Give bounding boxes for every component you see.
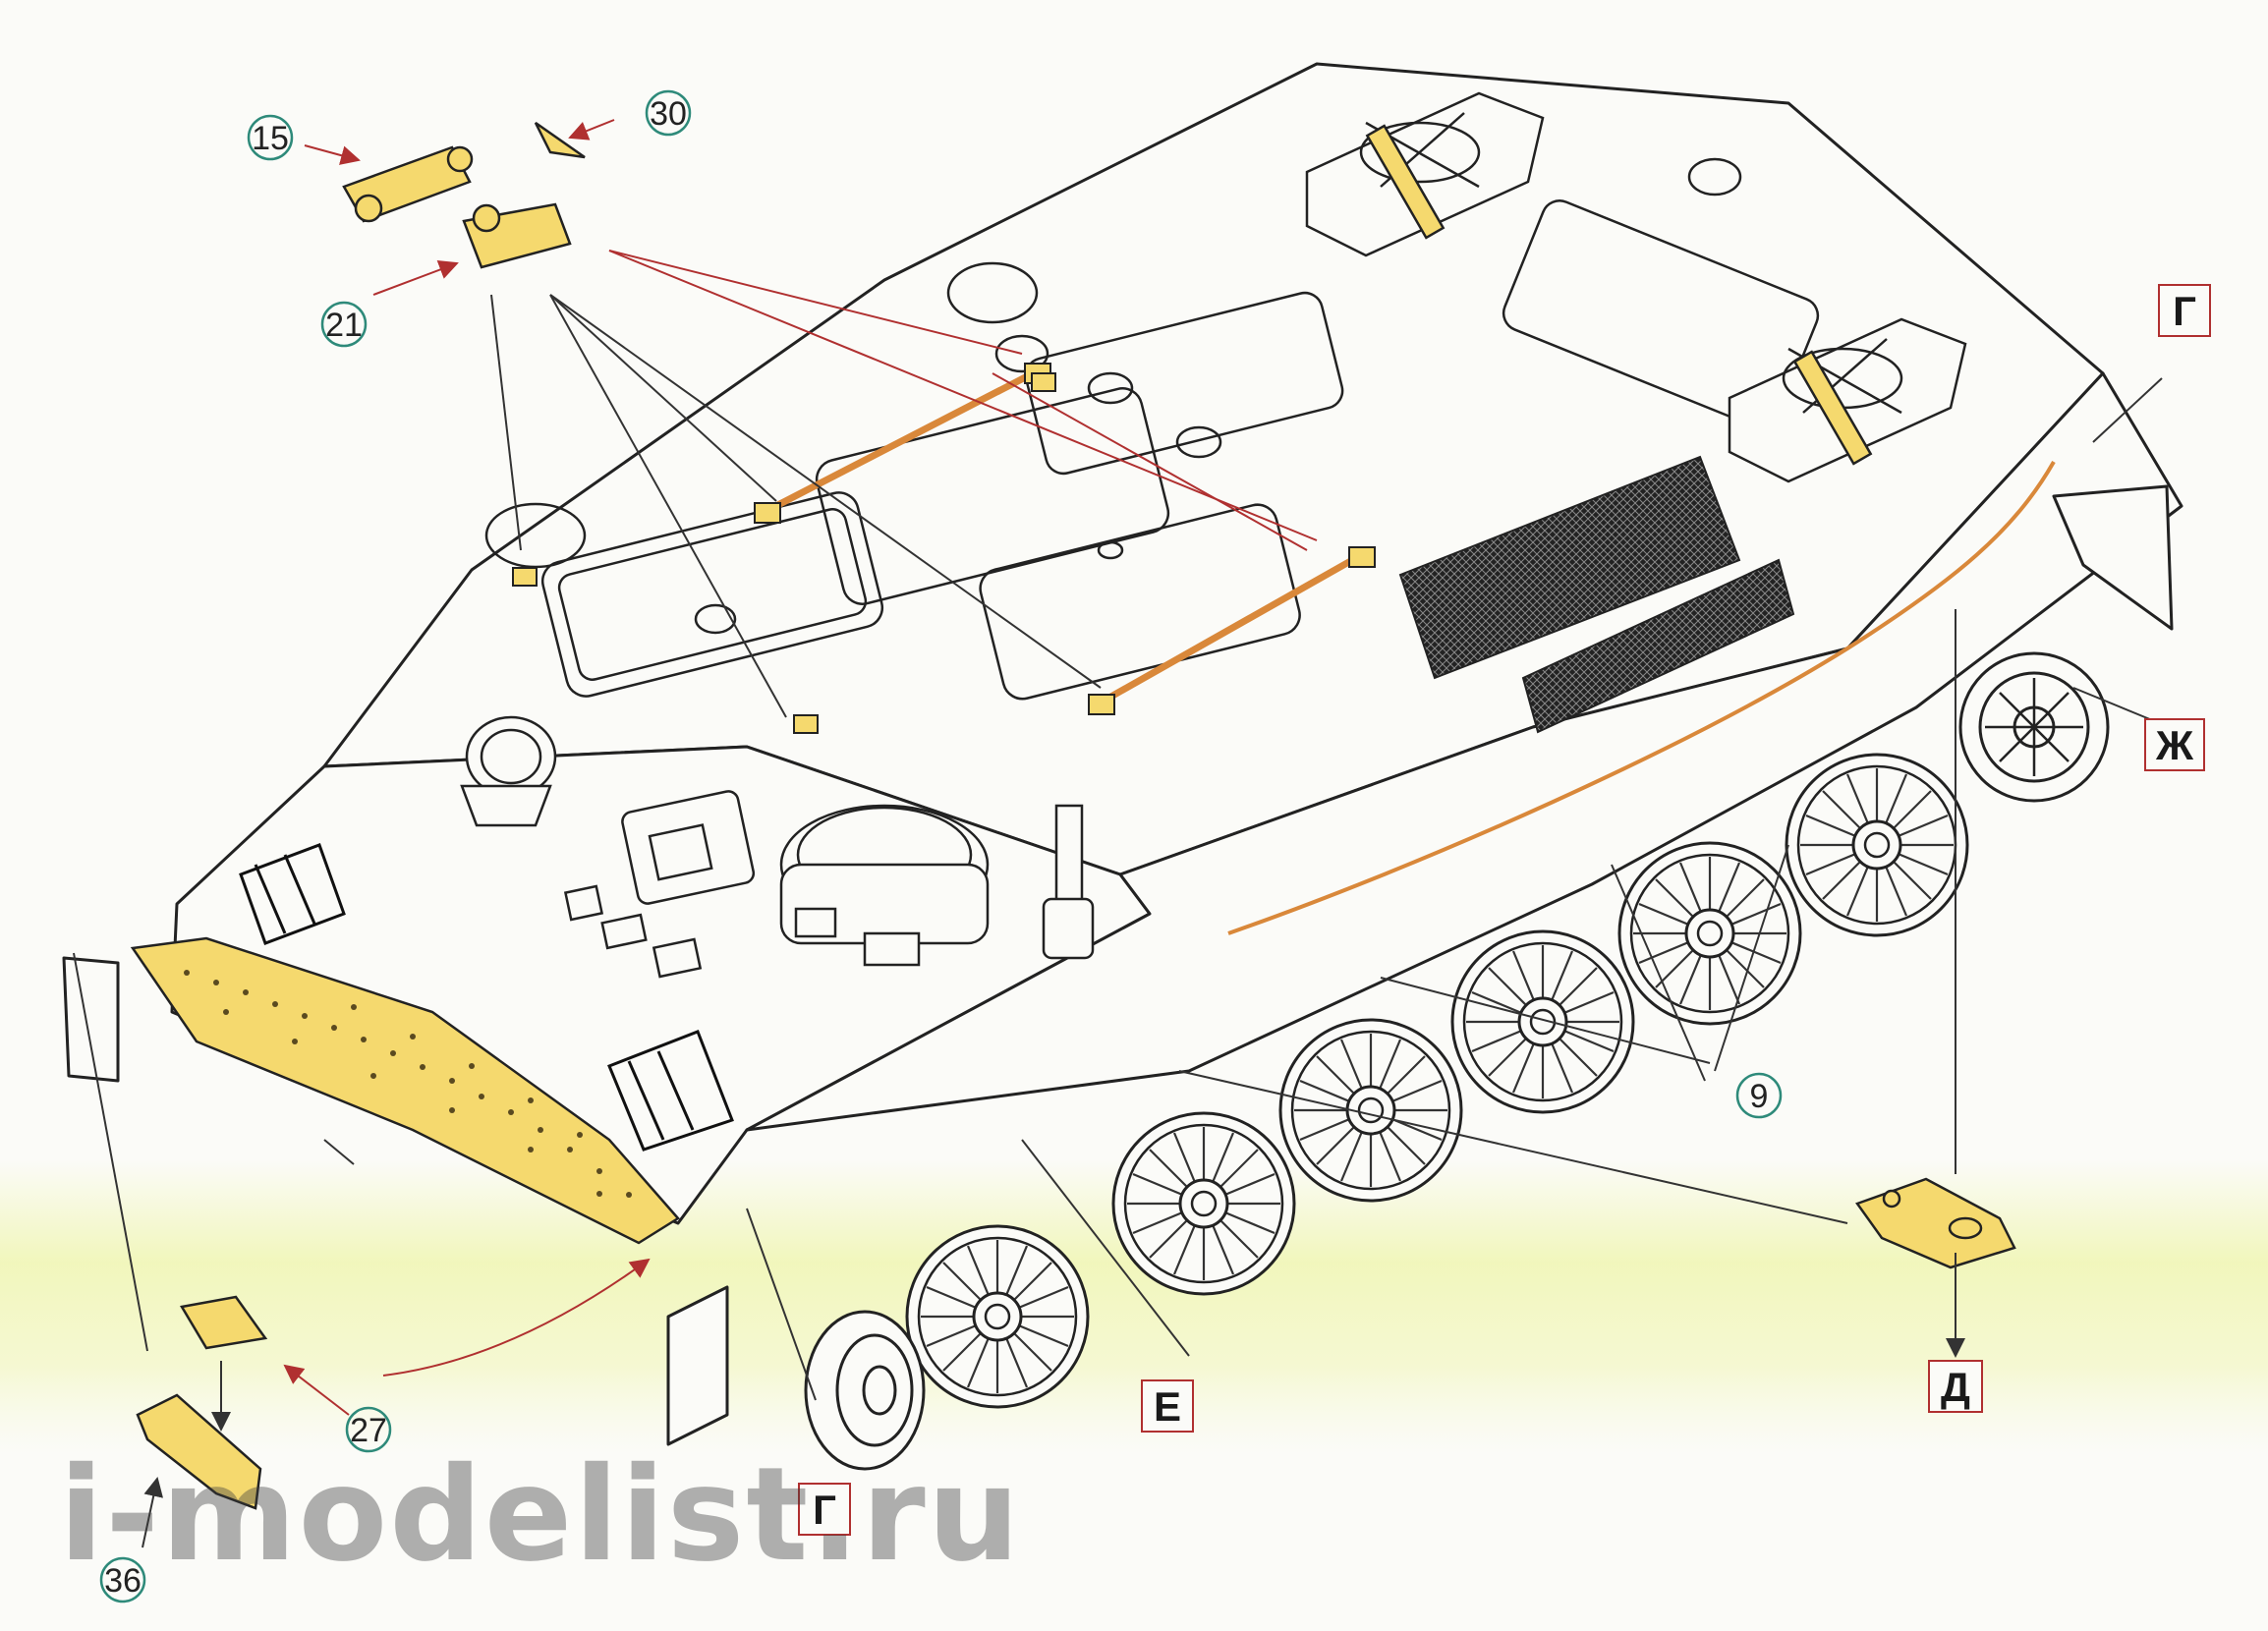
svg-text:15: 15 [252,120,289,157]
callout-36: 36 [99,1556,146,1603]
detail-label-zh: Ж [2144,718,2205,771]
drive-sprocket [1958,651,2110,803]
stowage-boxes [239,843,734,1152]
watermark-text: i-modelist.ru [59,1439,1022,1591]
idler-wheel [804,1310,926,1471]
svg-text:9: 9 [1750,1078,1769,1115]
glacis-pe-plate [130,936,680,1245]
front-fittings [460,715,1095,979]
pe-parts-bottom [136,1295,268,1510]
svg-text:30: 30 [650,95,687,133]
svg-text:21: 21 [325,307,363,344]
svg-text:Г: Г [2173,288,2196,334]
grab-rails [512,363,1376,734]
detail-label-e: Е [1141,1379,1194,1433]
callout-30: 30 [645,89,692,137]
fuel-tank-left [1305,91,1545,257]
detail-label-g-bottom: Г [798,1483,851,1536]
pe-parts-top [342,121,586,269]
svg-text:Ж: Ж [2155,722,2194,768]
callout-15: 15 [247,114,294,161]
tow-hook-part [1855,1177,2016,1269]
callout-9: 9 [1735,1072,1783,1119]
callout-21: 21 [320,301,368,348]
svg-text:36: 36 [104,1562,142,1600]
fuel-tank-right [1728,317,1967,483]
leader-lines [73,119,2163,1548]
cable-wire [1227,461,2056,935]
svg-text:Д: Д [1941,1364,1970,1410]
callout-27: 27 [345,1406,392,1453]
detail-label-d: Д [1928,1360,1983,1413]
detail-label-g-top: Г [2158,284,2211,337]
svg-text:27: 27 [350,1412,387,1449]
svg-text:Е: Е [1154,1383,1181,1430]
engine-grille [1398,455,1795,734]
svg-text:Г: Г [813,1487,836,1533]
